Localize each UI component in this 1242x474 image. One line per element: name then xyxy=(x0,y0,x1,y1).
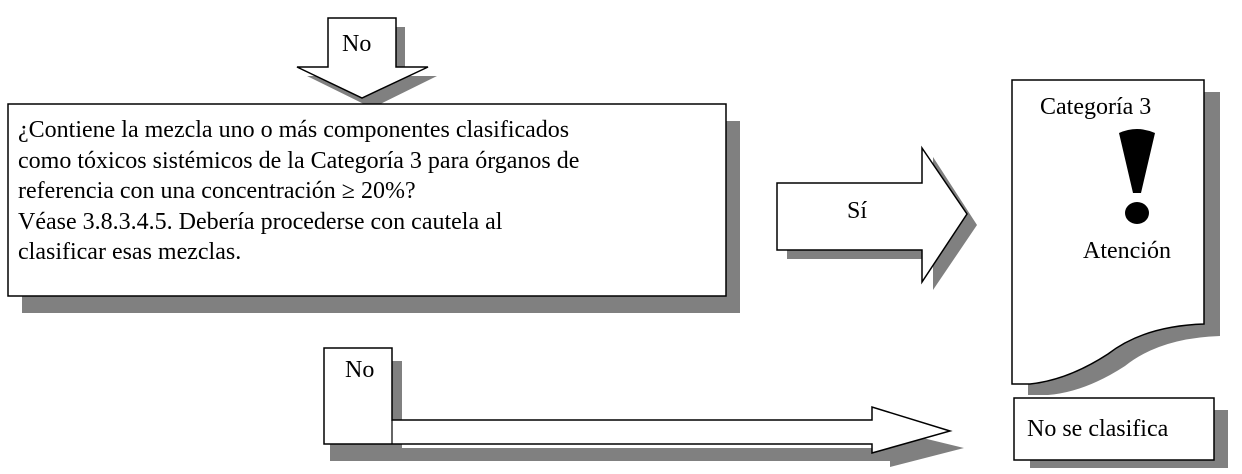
question-line-1: ¿Contiene la mezcla uno o más componente… xyxy=(18,117,570,143)
yes-arrow-shape xyxy=(776,145,968,285)
question-box-frame xyxy=(7,103,727,297)
bottom-no-arrow-shadow xyxy=(330,361,964,467)
bottom-no-arrow xyxy=(323,347,964,467)
question-line-4: Véase 3.8.3.4.5. Debería procederse con … xyxy=(18,208,503,235)
not-classified-box-frame xyxy=(1013,397,1215,461)
yes-arrow-label: Sí xyxy=(847,198,868,224)
category-box xyxy=(1011,79,1220,395)
category-box-frame xyxy=(1011,79,1205,385)
top-no-arrow-shape xyxy=(296,17,429,99)
category-label: Categoría 3 xyxy=(1040,94,1152,120)
not-classified-label: No se clasifica xyxy=(1027,416,1169,442)
bottom-no-arrow-label: No xyxy=(345,357,375,383)
top-no-arrow xyxy=(296,17,437,108)
question-box xyxy=(7,103,740,313)
signal-word-label: Atención xyxy=(1083,238,1171,264)
question-line-2: como tóxicos sistémicos de la Categoría … xyxy=(18,147,580,174)
bottom-no-arrow-shape xyxy=(323,347,953,454)
top-no-arrow-label: No xyxy=(342,31,372,57)
question-line-5: clasificar esas mezclas. xyxy=(18,239,242,265)
question-line-3: referencia con una concentración ≥ 20%? xyxy=(18,178,416,204)
yes-arrow xyxy=(776,145,977,290)
not-classified-box xyxy=(1013,397,1228,468)
exclamation-mark-icon xyxy=(1119,129,1155,224)
question-text: ¿Contiene la mezcla uno o más componente… xyxy=(18,115,579,268)
